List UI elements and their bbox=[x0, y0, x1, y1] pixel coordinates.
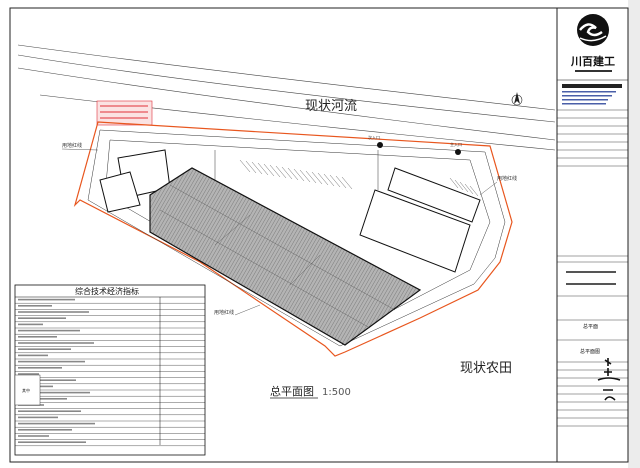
drawing-frame bbox=[9, 7, 629, 463]
plan-title: 总平面图 bbox=[270, 384, 314, 398]
table-side-label: 其中 bbox=[22, 387, 30, 393]
title-block: 川百建工 总平面 总平面图 bbox=[557, 14, 628, 427]
table-row-text bbox=[18, 305, 52, 307]
farmland-label: 现状农田 bbox=[460, 361, 512, 376]
table-row-text bbox=[18, 435, 49, 437]
main-entrance-label: 主入口 bbox=[450, 141, 462, 147]
table-row-text bbox=[18, 342, 94, 344]
table-row-text bbox=[18, 410, 81, 412]
red-stamp-note bbox=[96, 100, 153, 126]
table-row-text bbox=[18, 429, 72, 431]
table-row-text bbox=[18, 329, 80, 332]
redline-label-bottom: 用地红线 bbox=[214, 309, 234, 316]
table-row-text bbox=[18, 391, 90, 394]
building-main-workshop bbox=[149, 167, 422, 346]
technical-index-table: 综合技术经济指标 其中 bbox=[14, 284, 206, 456]
table-row-text bbox=[18, 336, 57, 338]
company-logo-icon bbox=[577, 14, 609, 46]
table-row-text bbox=[18, 354, 48, 357]
second-entrance-label: 次入口 bbox=[368, 134, 380, 140]
table-title: 综合技术经济指标 bbox=[75, 286, 139, 296]
building-production-right bbox=[359, 167, 481, 273]
river-banks bbox=[17, 44, 556, 151]
signatures bbox=[597, 358, 621, 401]
table-row-text bbox=[18, 422, 95, 425]
north-arrow-icon bbox=[511, 92, 523, 106]
table-row-text bbox=[18, 441, 86, 443]
drawing-name-header: 总平面 bbox=[583, 323, 598, 330]
table-row-text bbox=[18, 367, 62, 369]
table-row-text bbox=[18, 311, 89, 313]
table-row-text bbox=[18, 416, 58, 419]
table-row-text bbox=[18, 348, 71, 350]
drawing-name: 总平面图 bbox=[580, 348, 600, 355]
table-row-text bbox=[18, 323, 43, 326]
page-margin bbox=[628, 0, 640, 468]
redline-label-left: 用地红线 bbox=[62, 142, 82, 149]
redline-label-right: 用地红线 bbox=[497, 175, 517, 182]
table-row-text bbox=[18, 317, 66, 319]
table-row-text bbox=[18, 373, 39, 375]
plan-scale: 1:500 bbox=[322, 387, 351, 398]
entrance-markers bbox=[377, 142, 461, 155]
table-row-text bbox=[18, 298, 75, 301]
table-row-text bbox=[18, 398, 67, 400]
table-row-text bbox=[18, 379, 76, 381]
parking-stalls bbox=[239, 159, 479, 197]
company-name: 川百建工 bbox=[570, 54, 615, 68]
table-row-text bbox=[18, 360, 85, 363]
site-boundary-redline bbox=[73, 121, 513, 357]
building-office bbox=[99, 149, 171, 213]
river-label: 现状河流 bbox=[305, 99, 357, 114]
